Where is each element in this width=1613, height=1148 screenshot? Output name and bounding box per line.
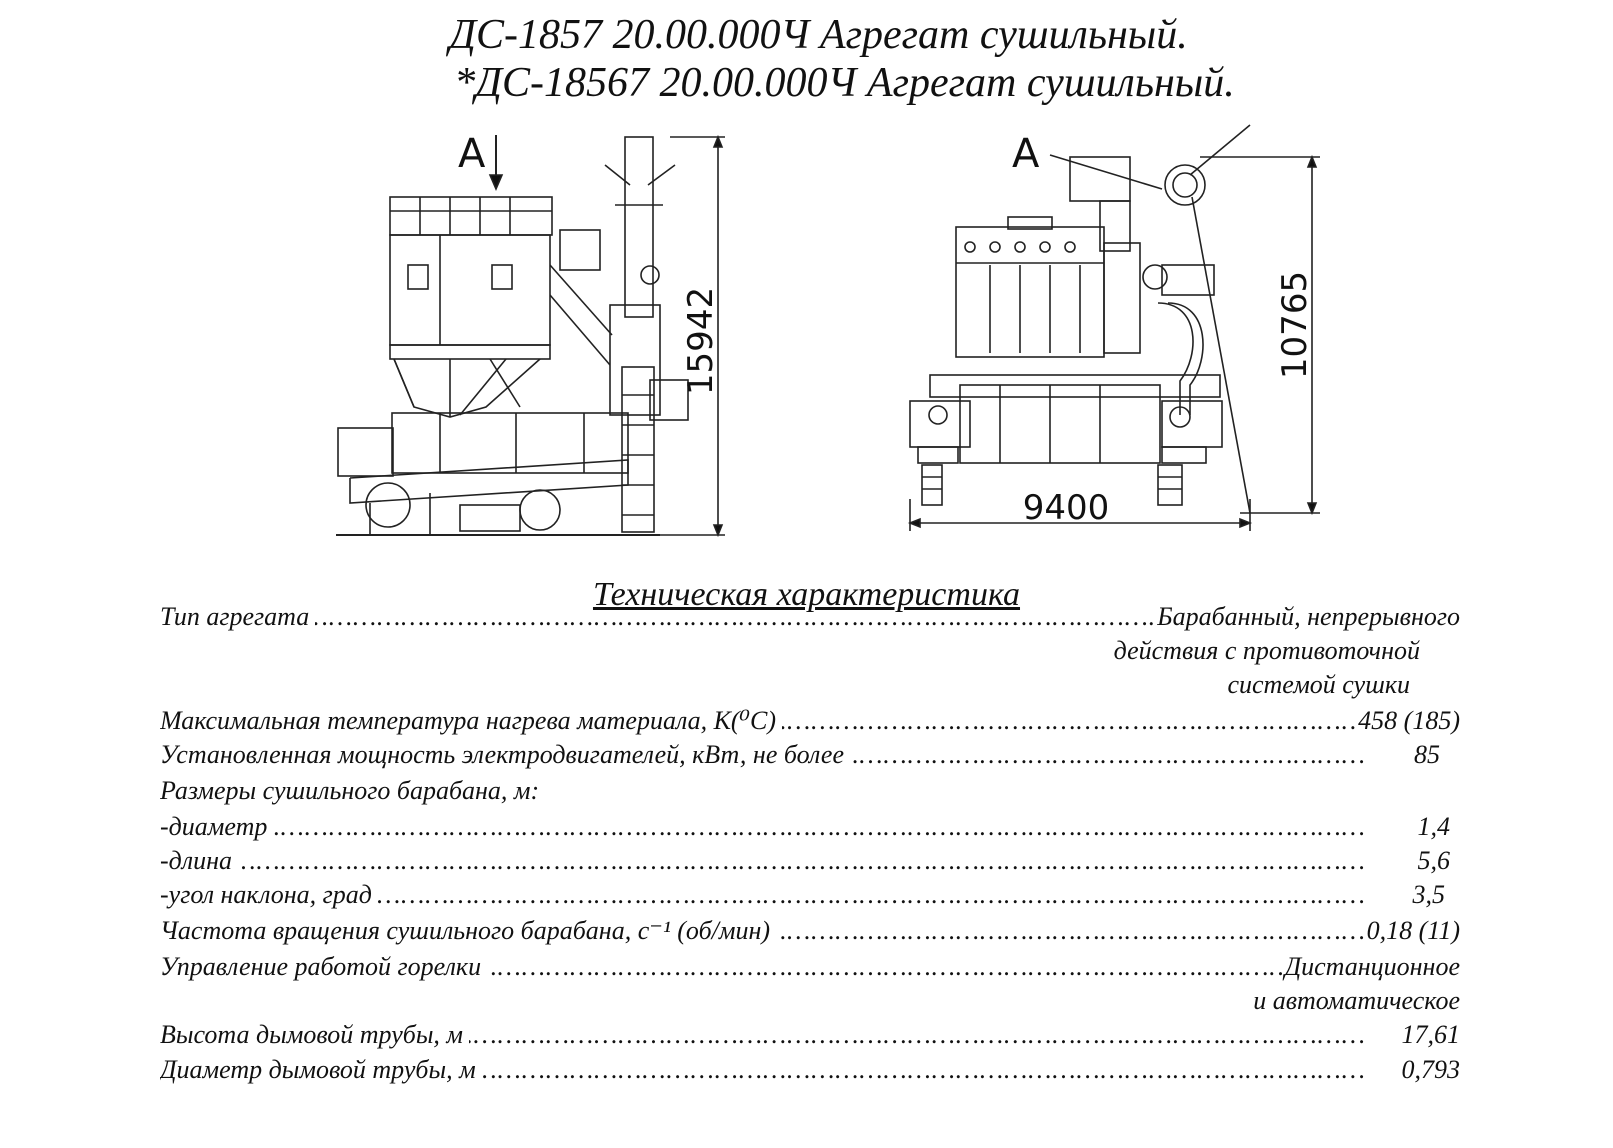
spec-label: Тип агрегата — [160, 602, 316, 632]
spec-value: Барабанный, непрерывного — [1155, 602, 1460, 632]
spec-row-length: -длина 5,6 ……………………………………………………………………………… — [160, 846, 1450, 876]
spec-value: 458 (185) — [1356, 706, 1460, 736]
spec-label: Управление работой горелки — [160, 952, 488, 982]
spec-label: Размеры сушильного барабана, м: — [160, 776, 546, 806]
spec-label: Установленная мощность электродвигателей… — [160, 740, 851, 770]
front-width-dimension: 9400 — [1023, 488, 1110, 528]
spec-type-continuation-1: действия с противоточной — [1113, 636, 1420, 665]
title-line-1: ДС-1857 20.00.000Ч Агрегат сушильный. — [449, 12, 1188, 58]
spec-label: Максимальная температура нагрева материа… — [160, 706, 782, 736]
spec-label: Частота вращения сушильного барабана, с⁻… — [160, 916, 777, 946]
spec-label: -угол наклона, град — [160, 880, 378, 910]
spec-row-chimney-diameter: Диаметр дымовой трубы, м 0,793 ………………………… — [160, 1055, 1460, 1085]
spec-label: Высота дымовой трубы, м — [160, 1020, 470, 1050]
spec-type-continuation-2: системой сушки — [1227, 670, 1410, 699]
spec-value: Дистанционное — [1282, 952, 1460, 982]
front-view-drawing: А — [907, 124, 1320, 531]
spec-row-tilt-angle: -угол наклона, град 3,5 …………………………………………… — [160, 880, 1445, 910]
spec-label: Диаметр дымовой трубы, м — [160, 1055, 482, 1085]
spec-row-max-temp: Максимальная температура нагрева материа… — [160, 706, 1460, 736]
spec-row-diameter: -диаметр 1,4 ………………………………………………………………………… — [160, 812, 1450, 842]
spec-value: 0,793 — [1399, 1055, 1460, 1085]
spec-row-motor-power: Установленная мощность электродвигателей… — [160, 740, 1440, 770]
spec-value: 1,4 — [1415, 812, 1450, 842]
spec-row-type: Тип агрегата Барабанный, непрерывного ……… — [160, 602, 1460, 632]
spec-value: 85 — [1412, 740, 1440, 770]
spec-row-drum-sizes: Размеры сушильного барабана, м: — [160, 776, 1460, 806]
spec-row-burner-control: Управление работой горелки Дистанционное… — [160, 952, 1460, 982]
spec-row-chimney-height: Высота дымовой трубы, м 17,61 …………………………… — [160, 1020, 1460, 1050]
spec-row-rotation-speed: Частота вращения сушильного барабана, с⁻… — [160, 916, 1460, 946]
spec-value: 0,18 (11) — [1364, 916, 1460, 946]
side-height-dimension: 15942 — [681, 287, 721, 395]
side-view-drawing: А — [336, 131, 725, 538]
spec-control-continuation: и автоматическое — [1253, 986, 1460, 1015]
spec-label: -длина — [160, 846, 239, 876]
spec-value: 3,5 — [1410, 880, 1445, 910]
spec-value: 17,61 — [1399, 1020, 1460, 1050]
leader-dots: …………………………………………………………………………………………………………… — [160, 846, 1366, 875]
leader-dots: …………………………………………………………………………………………………………… — [160, 812, 1366, 841]
title-line-2: *ДС-18567 20.00.000Ч Агрегат сушильный. — [454, 60, 1235, 106]
spec-value: 5,6 — [1415, 846, 1450, 876]
front-height-dimension: 10765 — [1275, 271, 1315, 379]
side-view-label: А — [458, 131, 486, 177]
front-view-label: А — [1012, 131, 1040, 177]
spec-label: -диаметр — [160, 812, 274, 842]
specs-heading: Техническая характеристика — [592, 576, 1021, 613]
